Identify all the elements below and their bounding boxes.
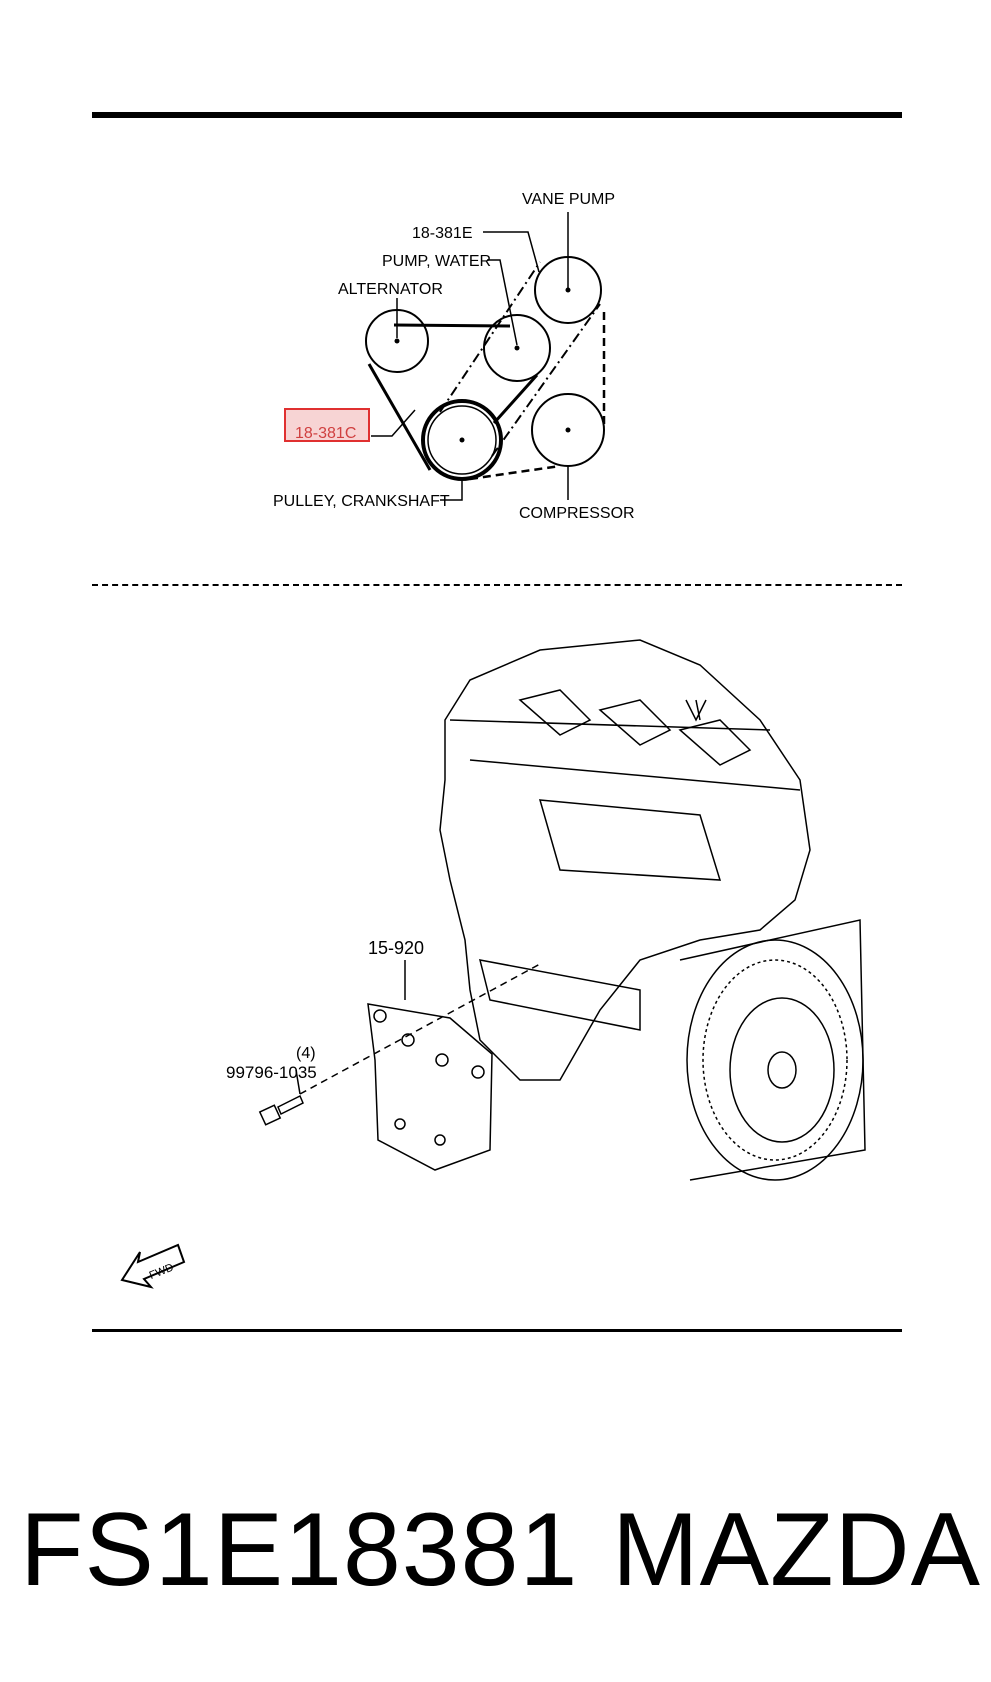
- label-pulley-crankshaft: PULLEY, CRANKSHAFT: [273, 493, 450, 510]
- assembly-labels: 15-920 (4) 99796-1035 FWD: [148, 938, 424, 1282]
- label-pump-water: PUMP, WATER: [382, 253, 491, 270]
- label-compressor: COMPRESSOR: [519, 505, 635, 522]
- label-fwd: FWD: [148, 1262, 176, 1283]
- part-number: FS1E18381: [20, 1492, 579, 1608]
- label-bolt-part: 99796-1035: [226, 1063, 317, 1082]
- footer: FS1E18381 MAZDA: [0, 1490, 991, 1610]
- water-pump-pulley: [483, 314, 551, 382]
- label-vane-pump: VANE PUMP: [522, 191, 615, 208]
- label-18-381e: 18-381E: [412, 225, 473, 242]
- label-15-920: 15-920: [368, 938, 424, 958]
- section-divider: [92, 584, 902, 586]
- highlight-box-18-381c: [284, 408, 370, 442]
- label-18-381c: 18-381C: [295, 425, 356, 442]
- bolt-99796-1035: [258, 1094, 304, 1126]
- label-bolt-qty: (4): [296, 1045, 316, 1062]
- label-alternator: ALTERNATOR: [338, 281, 443, 298]
- fwd-arrow-icon: [120, 1243, 186, 1289]
- bracket-15-920: [367, 1003, 493, 1171]
- top-rule: [92, 112, 902, 118]
- brand-name: MAZDA: [612, 1492, 981, 1608]
- engine-illustration: [120, 639, 866, 1289]
- bottom-rule: [92, 1329, 902, 1332]
- belt-labels: VANE PUMP 18-381E PUMP, WATER ALTERNATOR…: [273, 191, 635, 522]
- belt-routing-diagram: [365, 212, 606, 501]
